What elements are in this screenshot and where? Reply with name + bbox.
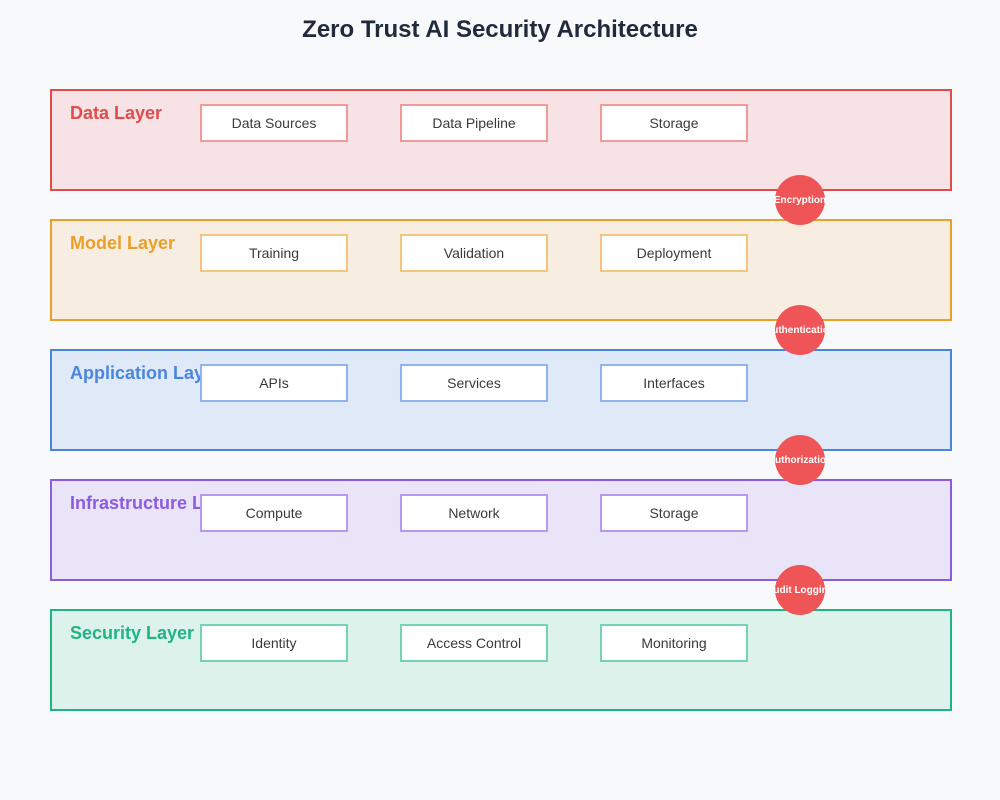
model-layer: Model Layer Training Validation Deployme… <box>50 219 952 321</box>
authorization-control: Authorization <box>775 435 825 485</box>
monitoring-box: Monitoring <box>600 624 748 662</box>
model-layer-label: Model Layer <box>70 233 176 253</box>
diagram-title: Zero Trust AI Security Architecture <box>302 16 698 43</box>
security-layer-label: Security Layer <box>70 623 195 643</box>
authentication-control: Authentication <box>775 305 825 355</box>
access-control-box: Access Control <box>400 624 548 662</box>
validation-box: Validation <box>400 234 548 272</box>
data-layer-label: Data Layer <box>70 103 163 123</box>
application-layer-label: Application Layer <box>70 363 222 383</box>
compute-box: Compute <box>200 494 348 532</box>
security-layer: Security Layer Identity Access Control M… <box>50 609 952 711</box>
authorization-label: Authorization <box>775 454 825 466</box>
encryption-control: Encryption <box>775 175 825 225</box>
apis-box: APIs <box>200 364 348 402</box>
deployment-box: Deployment <box>600 234 748 272</box>
data-layer: Data Layer Data Sources Data Pipeline St… <box>50 89 952 191</box>
identity-box: Identity <box>200 624 348 662</box>
infrastructure-layer-label: Infrastructure Layer <box>70 493 241 513</box>
data-storage-box: Storage <box>600 104 748 142</box>
audit-logging-label: Audit Logging <box>775 584 825 596</box>
application-layer: Application Layer APIs Services Interfac… <box>50 349 952 451</box>
infra-storage-box: Storage <box>600 494 748 532</box>
services-box: Services <box>400 364 548 402</box>
infrastructure-layer: Infrastructure Layer Compute Network Sto… <box>50 479 952 581</box>
network-box: Network <box>400 494 548 532</box>
audit-logging-control: Audit Logging <box>775 565 825 615</box>
encryption-label: Encryption <box>775 194 825 206</box>
training-box: Training <box>200 234 348 272</box>
data-pipeline-box: Data Pipeline <box>400 104 548 142</box>
data-sources-box: Data Sources <box>200 104 348 142</box>
interfaces-box: Interfaces <box>600 364 748 402</box>
authentication-label: Authentication <box>775 324 825 336</box>
